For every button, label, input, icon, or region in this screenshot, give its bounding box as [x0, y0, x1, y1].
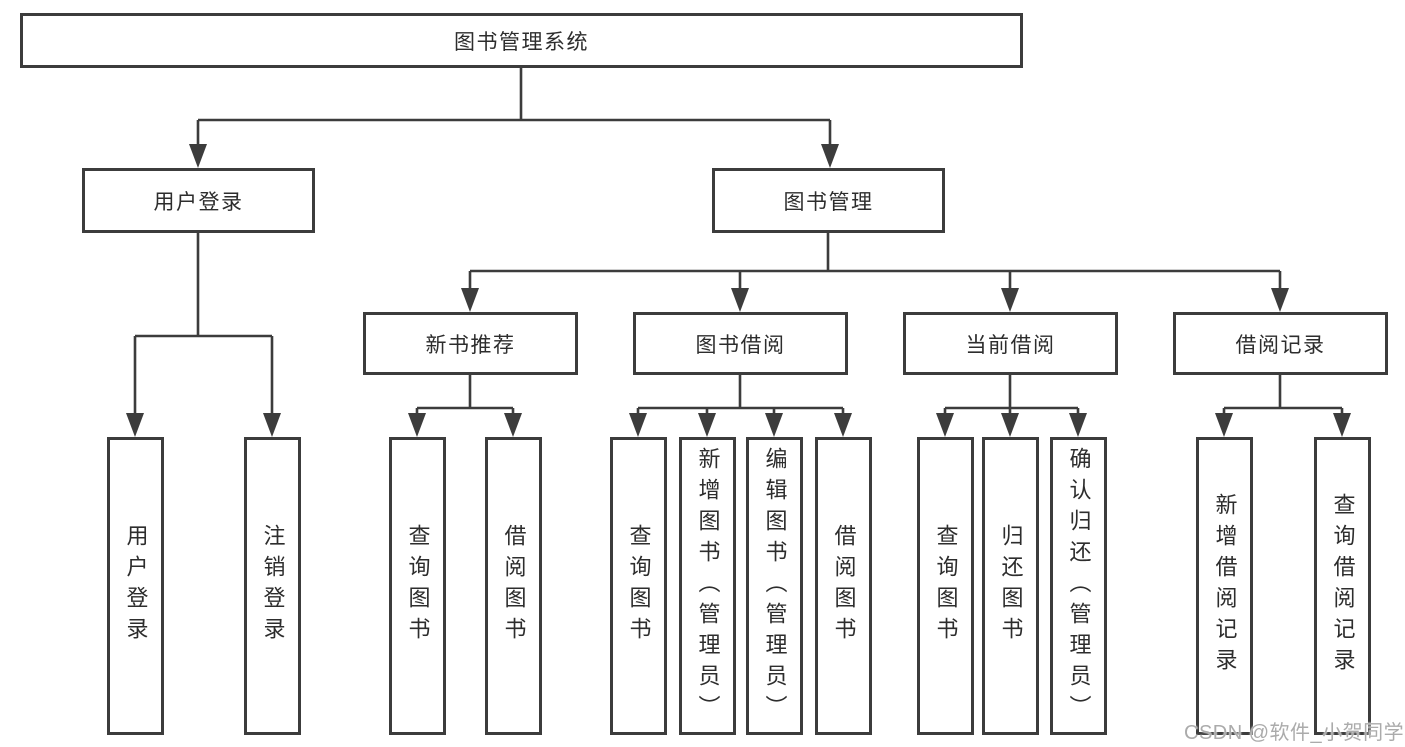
- leaf-node-query-borrow-record: 查询借阅记录: [1314, 437, 1371, 735]
- connector-book-borrowing-to-leaves: [629, 375, 852, 437]
- leaf-label: 借阅图书: [501, 524, 527, 648]
- leaf-label: 查询图书: [933, 524, 959, 648]
- leaf-node-query-books-recommend: 查询图书: [389, 437, 446, 735]
- connector-book-management-to-level3: [461, 233, 1289, 312]
- leaf-node-borrow-books: 借阅图书: [815, 437, 872, 735]
- arrow-down-icon: [504, 413, 522, 437]
- leaf-label: 查询图书: [626, 524, 652, 648]
- leaf-label: 新增图书（管理员）: [695, 446, 721, 726]
- leaf-label: 借阅图书: [831, 524, 857, 648]
- node-current-borrowing: 当前借阅: [903, 312, 1118, 375]
- leaf-label: 用户登录: [123, 524, 149, 648]
- arrow-down-icon: [1001, 288, 1019, 312]
- arrow-down-icon: [1069, 413, 1087, 437]
- node-label: 新书推荐: [425, 333, 516, 357]
- leaf-label: 新增借阅记录: [1212, 493, 1238, 679]
- leaf-node-edit-books-admin: 编辑图书（管理员）: [746, 437, 803, 735]
- connector-new-book-recommendation-to-leaves: [408, 375, 522, 437]
- leaf-node-query-books-borrowing: 查询图书: [610, 437, 667, 735]
- node-new-book-recommendation: 新书推荐: [363, 312, 578, 375]
- node-root-label: 图书管理系统: [454, 30, 589, 54]
- connector-user-login-to-leaves: [126, 233, 281, 437]
- arrow-down-icon: [1271, 288, 1289, 312]
- arrow-down-icon: [731, 288, 749, 312]
- arrow-down-icon: [126, 413, 144, 437]
- leaf-node-confirm-return-admin: 确认归还（管理员）: [1050, 437, 1107, 735]
- node-label: 图书管理: [783, 190, 874, 214]
- node-user-login: 用户登录: [82, 168, 315, 233]
- leaf-label: 查询图书: [405, 524, 431, 648]
- arrow-down-icon: [189, 144, 207, 168]
- node-label: 图书借阅: [695, 333, 786, 357]
- connector-root-to-level2: [189, 68, 839, 168]
- leaf-node-user-login: 用户登录: [107, 437, 164, 735]
- leaf-node-logout: 注销登录: [244, 437, 301, 735]
- arrow-down-icon: [834, 413, 852, 437]
- node-label: 借阅记录: [1235, 333, 1326, 357]
- arrow-down-icon: [408, 413, 426, 437]
- connector-current-borrowing-to-leaves: [936, 375, 1087, 437]
- arrow-down-icon: [263, 413, 281, 437]
- leaf-node-add-books-admin: 新增图书（管理员）: [679, 437, 736, 735]
- node-root-system: 图书管理系统: [20, 13, 1023, 68]
- leaf-label: 注销登录: [260, 524, 286, 648]
- leaf-label: 编辑图书（管理员）: [762, 446, 788, 726]
- leaf-label: 归还图书: [998, 524, 1024, 648]
- arrow-down-icon: [821, 144, 839, 168]
- arrow-down-icon: [461, 288, 479, 312]
- leaf-node-borrow-books-recommend: 借阅图书: [485, 437, 542, 735]
- leaf-label: 查询借阅记录: [1330, 493, 1356, 679]
- arrow-down-icon: [1215, 413, 1233, 437]
- arrow-down-icon: [765, 413, 783, 437]
- node-book-borrowing: 图书借阅: [633, 312, 848, 375]
- node-label: 用户登录: [153, 190, 244, 214]
- connector-borrowing-records-to-leaves: [1215, 375, 1351, 437]
- watermark: CSDN @软件_小贺同学: [1184, 722, 1405, 744]
- leaf-label: 确认归还（管理员）: [1066, 446, 1092, 726]
- arrow-down-icon: [1001, 413, 1019, 437]
- arrow-down-icon: [629, 413, 647, 437]
- arrow-down-icon: [936, 413, 954, 437]
- leaf-node-add-borrow-record: 新增借阅记录: [1196, 437, 1253, 735]
- node-label: 当前借阅: [965, 333, 1056, 357]
- arrow-down-icon: [1333, 413, 1351, 437]
- arrow-down-icon: [698, 413, 716, 437]
- node-borrowing-records: 借阅记录: [1173, 312, 1388, 375]
- node-book-management: 图书管理: [712, 168, 945, 233]
- leaf-node-return-books: 归还图书: [982, 437, 1039, 735]
- leaf-node-query-books-current: 查询图书: [917, 437, 974, 735]
